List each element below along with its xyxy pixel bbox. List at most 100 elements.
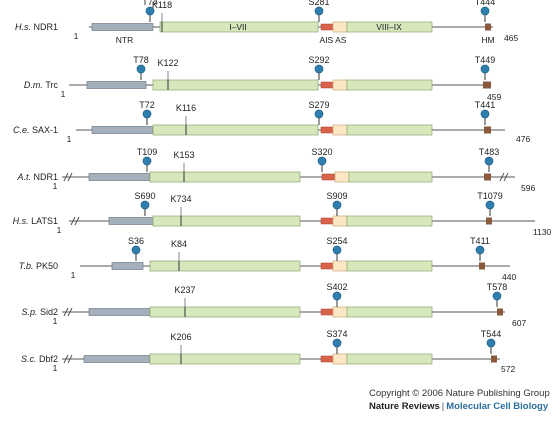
kinase-domain-viii-ix	[346, 215, 433, 227]
ntr-label: NTR	[116, 35, 133, 45]
species-abbreviation: H.s.	[15, 22, 34, 32]
site-label: K116	[176, 103, 196, 113]
phosphorylation-pin-icon	[317, 156, 327, 166]
hydrophobic-motif	[479, 262, 485, 270]
protein-name: T.b. PK50	[19, 261, 58, 271]
start-residue: 1	[67, 134, 72, 144]
protein-label: Trc	[45, 80, 58, 90]
end-residue: 476	[516, 134, 530, 144]
phosphorylation-pin-icon	[484, 156, 494, 166]
ntr-domain	[111, 262, 144, 270]
ais-segment	[320, 23, 334, 31]
phosphorylation-pin-icon	[332, 245, 342, 255]
protein-label: PK50	[36, 261, 58, 271]
ntr-domain	[91, 23, 154, 31]
site-label: S292	[308, 55, 329, 65]
site-label: S281	[308, 0, 329, 7]
ais-segment	[320, 355, 334, 363]
hydrophobic-motif	[486, 217, 492, 225]
activation-segment	[332, 124, 348, 136]
kinase-domain-i-vii	[152, 79, 319, 91]
phosphorylation-pin-icon	[314, 6, 324, 16]
hydrophobic-motif	[497, 308, 503, 316]
site-label: S279	[308, 100, 329, 110]
site-label: T78	[133, 55, 149, 65]
site-label: T72	[139, 100, 155, 110]
species-abbreviation: D.m.	[24, 80, 46, 90]
site-label: S254	[326, 236, 347, 246]
copyright-notice: Copyright © 2006 Nature Publishing Group…	[369, 387, 553, 413]
ntr-domain	[91, 126, 154, 134]
kinase-domain-viii-ix	[348, 171, 433, 183]
site-label: S320	[311, 147, 332, 157]
site-label: K118	[152, 0, 172, 10]
kinase-domain-viii-ix	[346, 306, 433, 318]
phosphorylation-pin-icon	[332, 338, 342, 348]
site-label: T441	[475, 100, 496, 110]
end-residue: 596	[521, 183, 535, 193]
site-label: S402	[326, 282, 347, 292]
site-label: K734	[170, 194, 191, 204]
phosphorylation-pin-icon	[131, 245, 141, 255]
kinase-domain-i-vii	[149, 353, 301, 365]
end-residue: 440	[502, 272, 516, 282]
phosphorylation-pin-icon	[492, 291, 502, 301]
activation-segment	[332, 79, 348, 91]
site-label: T1079	[477, 191, 503, 201]
phosphorylation-pin-icon	[480, 109, 490, 119]
phosphorylation-pin-icon	[475, 245, 485, 255]
species-abbreviation: S.c.	[21, 354, 39, 364]
site-label: K122	[157, 58, 178, 68]
hydrophobic-motif	[484, 126, 491, 134]
start-residue: 1	[74, 31, 79, 41]
journal-credit: Nature Reviews|Molecular Cell Biology	[369, 400, 553, 413]
site-label: K206	[170, 332, 191, 342]
journal-section: Molecular Cell Biology	[446, 401, 549, 412]
hydrophobic-motif	[483, 81, 491, 89]
end-residue: 465	[504, 33, 518, 43]
site-label: T109	[137, 147, 158, 157]
journal-separator: |	[441, 401, 445, 412]
phosphorylation-pin-icon	[480, 64, 490, 74]
phosphorylation-pin-icon	[486, 338, 496, 348]
species-abbreviation: C.e.	[13, 125, 32, 135]
phosphorylation-pin-icon	[314, 109, 324, 119]
ntr-domain	[83, 355, 151, 363]
activation-segment	[332, 353, 348, 365]
truncation-slash-icon	[499, 172, 509, 182]
protein-name: S.c. Dbf2	[21, 354, 58, 364]
end-residue: 459	[487, 92, 501, 102]
protein-label: NDR1	[33, 22, 58, 32]
kinase-domain-i-vii	[152, 124, 319, 136]
hydrophobic-motif	[485, 23, 491, 31]
truncation-slash-icon	[70, 216, 80, 226]
phosphorylation-pin-icon	[136, 64, 146, 74]
kinase-domain-viii-ix	[346, 21, 433, 33]
hydrophobic-motif	[491, 355, 497, 363]
activation-segment	[334, 171, 350, 183]
kinase-domain-viii-ix	[346, 260, 433, 272]
kinase-domain-i-vii	[152, 215, 301, 227]
ntr-domain	[108, 217, 154, 225]
protein-name: H.s. NDR1	[15, 22, 58, 32]
start-residue: 1	[57, 225, 62, 235]
site-label: S909	[326, 191, 347, 201]
start-residue: 1	[53, 181, 58, 191]
ais-segment	[320, 81, 334, 89]
phosphorylation-pin-icon	[142, 109, 152, 119]
kinase-domain-i-vii	[149, 260, 301, 272]
activation-segment	[332, 306, 348, 318]
copyright-line: Copyright © 2006 Nature Publishing Group	[369, 388, 550, 399]
hm-label: HM	[481, 35, 494, 45]
site-label: K84	[171, 239, 187, 249]
phosphorylation-pin-icon	[480, 6, 490, 16]
ais-segment	[320, 217, 334, 225]
kinase-domain-viii-ix	[346, 79, 433, 91]
hydrophobic-motif	[484, 173, 491, 181]
kinase-domain-viii-ix	[346, 353, 433, 365]
